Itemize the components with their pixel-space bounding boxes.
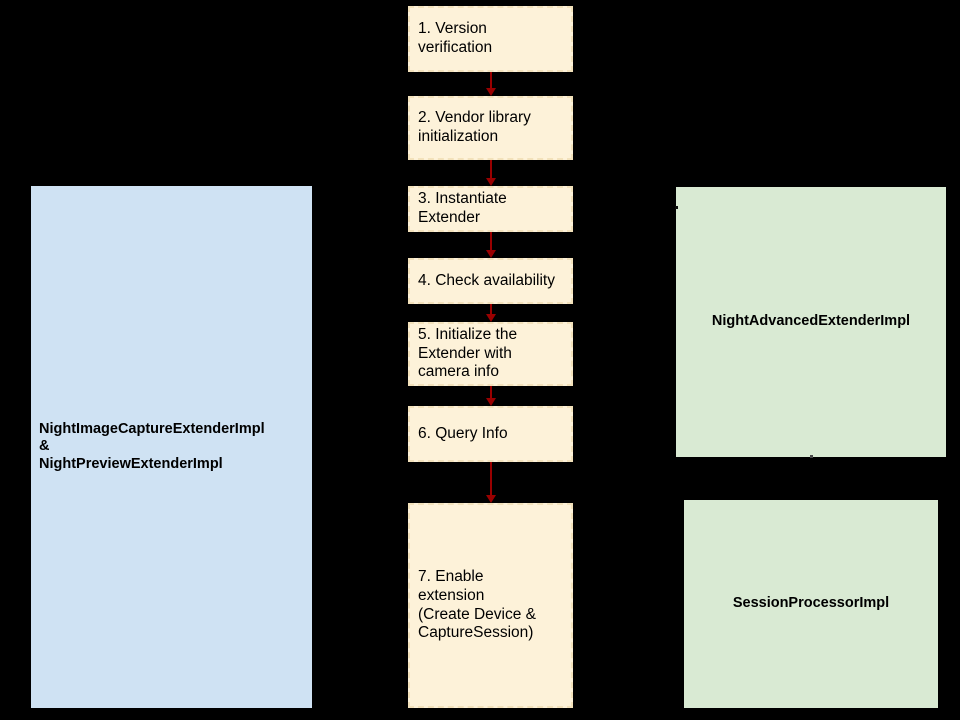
flow-step-label: 6. Query Info: [418, 424, 508, 442]
flow-step-label: 7. Enable extension (Create Device & Cap…: [418, 568, 537, 642]
flow-step-6[interactable]: 6. Query Info: [408, 406, 573, 462]
group-night-advanced-extender: NightAdvancedExtenderImpl: [676, 187, 946, 457]
arrow-head-icon: [486, 495, 496, 503]
flow-step-1[interactable]: 1. Version verification: [408, 6, 573, 72]
connector-arrow-3-4: [486, 232, 496, 258]
arrow-shaft: [490, 386, 492, 399]
group-session-processor: SessionProcessorImpl: [684, 500, 938, 708]
arrow-head-icon: [486, 314, 496, 322]
arrow-shaft: [490, 232, 492, 251]
flow-step-5[interactable]: 5. Initialize the Extender with camera i…: [408, 322, 573, 386]
arrow-head-icon: [486, 178, 496, 186]
flow-step-label: 4. Check availability: [418, 271, 555, 289]
flow-step-7[interactable]: 7. Enable extension (Create Device & Cap…: [408, 503, 573, 708]
connector-arrow-6-7: [486, 462, 496, 503]
flow-step-label: 2. Vendor library initialization: [418, 109, 531, 145]
connector-arrow-4-5: [486, 304, 496, 322]
flow-step-3[interactable]: 3. Instantiate Extender: [408, 186, 573, 232]
connector-arrow-1-2: [486, 72, 496, 96]
arrow-head-icon: [486, 250, 496, 258]
flow-step-4[interactable]: 4. Check availability: [408, 258, 573, 304]
group-label: SessionProcessorImpl: [732, 595, 890, 612]
arrow-head-icon: [486, 88, 496, 96]
artifact-artifact-left-edge: [675, 206, 678, 209]
flow-step-label: 1. Version verification: [418, 20, 493, 56]
flow-step-label: 5. Initialize the Extender with camera i…: [418, 326, 518, 381]
arrow-shaft: [490, 304, 492, 315]
flow-step-label: 3. Instantiate Extender: [418, 190, 507, 226]
connector-arrow-5-6: [486, 386, 496, 406]
arrow-shaft: [490, 160, 492, 179]
connector-arrow-2-3: [486, 160, 496, 186]
arrow-head-icon: [486, 398, 496, 406]
group-night-image-capture-preview-extender: NightImageCaptureExtenderImpl & NightPre…: [31, 186, 312, 708]
group-label: NightImageCaptureExtenderImpl & NightPre…: [39, 420, 265, 472]
arrow-shaft: [490, 72, 492, 89]
artifact-artifact-bottom-tick: [810, 455, 813, 458]
flow-step-2[interactable]: 2. Vendor library initialization: [408, 96, 573, 160]
group-label: NightAdvancedExtenderImpl: [711, 313, 911, 330]
arrow-shaft: [490, 462, 492, 496]
